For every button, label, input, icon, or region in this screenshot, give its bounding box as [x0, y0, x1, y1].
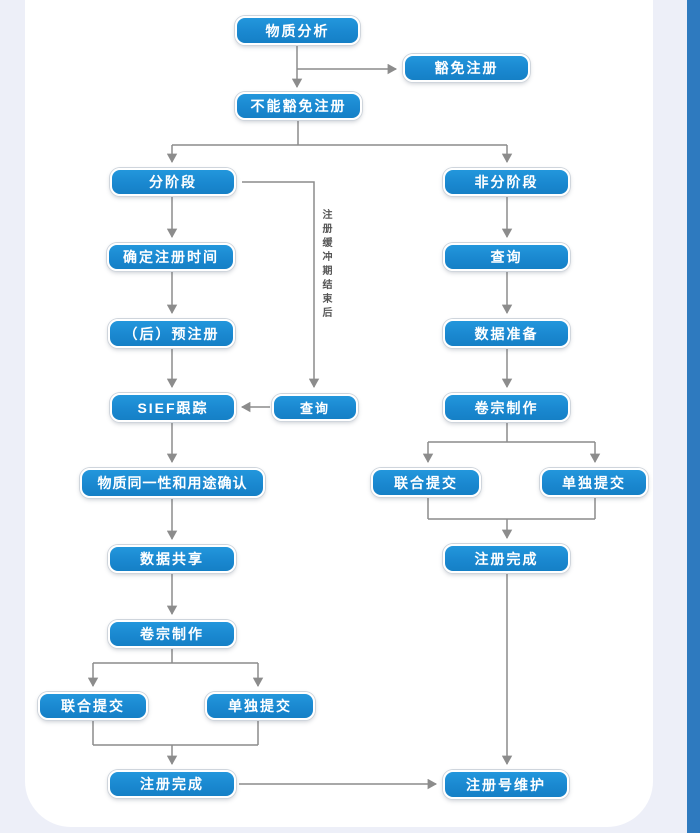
node-dossier-left: 卷宗制作: [108, 620, 236, 648]
node-identity-use-confirmation: 物质同一性和用途确认: [80, 468, 265, 498]
node-complete-right: 注册完成: [443, 544, 570, 573]
node-joint-left: 联合提交: [38, 692, 148, 720]
edge-phased-query-mid: [242, 181, 320, 389]
node-number-maintenance: 注册号维护: [443, 770, 569, 799]
edge-left-merge: [92, 721, 259, 746]
node-complete-left: 注册完成: [108, 770, 236, 798]
edge-label-buffer-period: 注册缓冲期结束后: [320, 209, 331, 321]
node-dossier-right: 卷宗制作: [443, 393, 570, 422]
node-data-sharing: 数据共享: [108, 545, 236, 573]
node-late-pre-registration: （后）预注册: [108, 319, 235, 348]
node-individual-left: 单独提交: [205, 692, 315, 720]
edge-split-top: [172, 120, 507, 146]
node-sief-tracking: SIEF跟踪: [110, 393, 236, 422]
node-cannot-exempt: 不能豁免注册: [235, 92, 362, 120]
right-accent-bar: [687, 0, 700, 833]
node-data-preparation: 数据准备: [443, 319, 570, 348]
node-query-right: 查询: [443, 243, 570, 271]
edge-right-merge: [427, 498, 596, 520]
node-query-mid: 查询: [272, 394, 358, 421]
node-non-phased: 非分阶段: [443, 168, 570, 196]
node-joint-right: 联合提交: [371, 468, 481, 497]
node-determine-time: 确定注册时间: [107, 243, 235, 271]
edge-left-split: [93, 649, 258, 664]
node-exempt-registration: 豁免注册: [403, 54, 530, 82]
node-individual-right: 单独提交: [540, 468, 648, 497]
edge-right-split: [428, 423, 595, 443]
node-substance-analysis: 物质分析: [235, 16, 360, 45]
node-phased: 分阶段: [110, 168, 236, 196]
